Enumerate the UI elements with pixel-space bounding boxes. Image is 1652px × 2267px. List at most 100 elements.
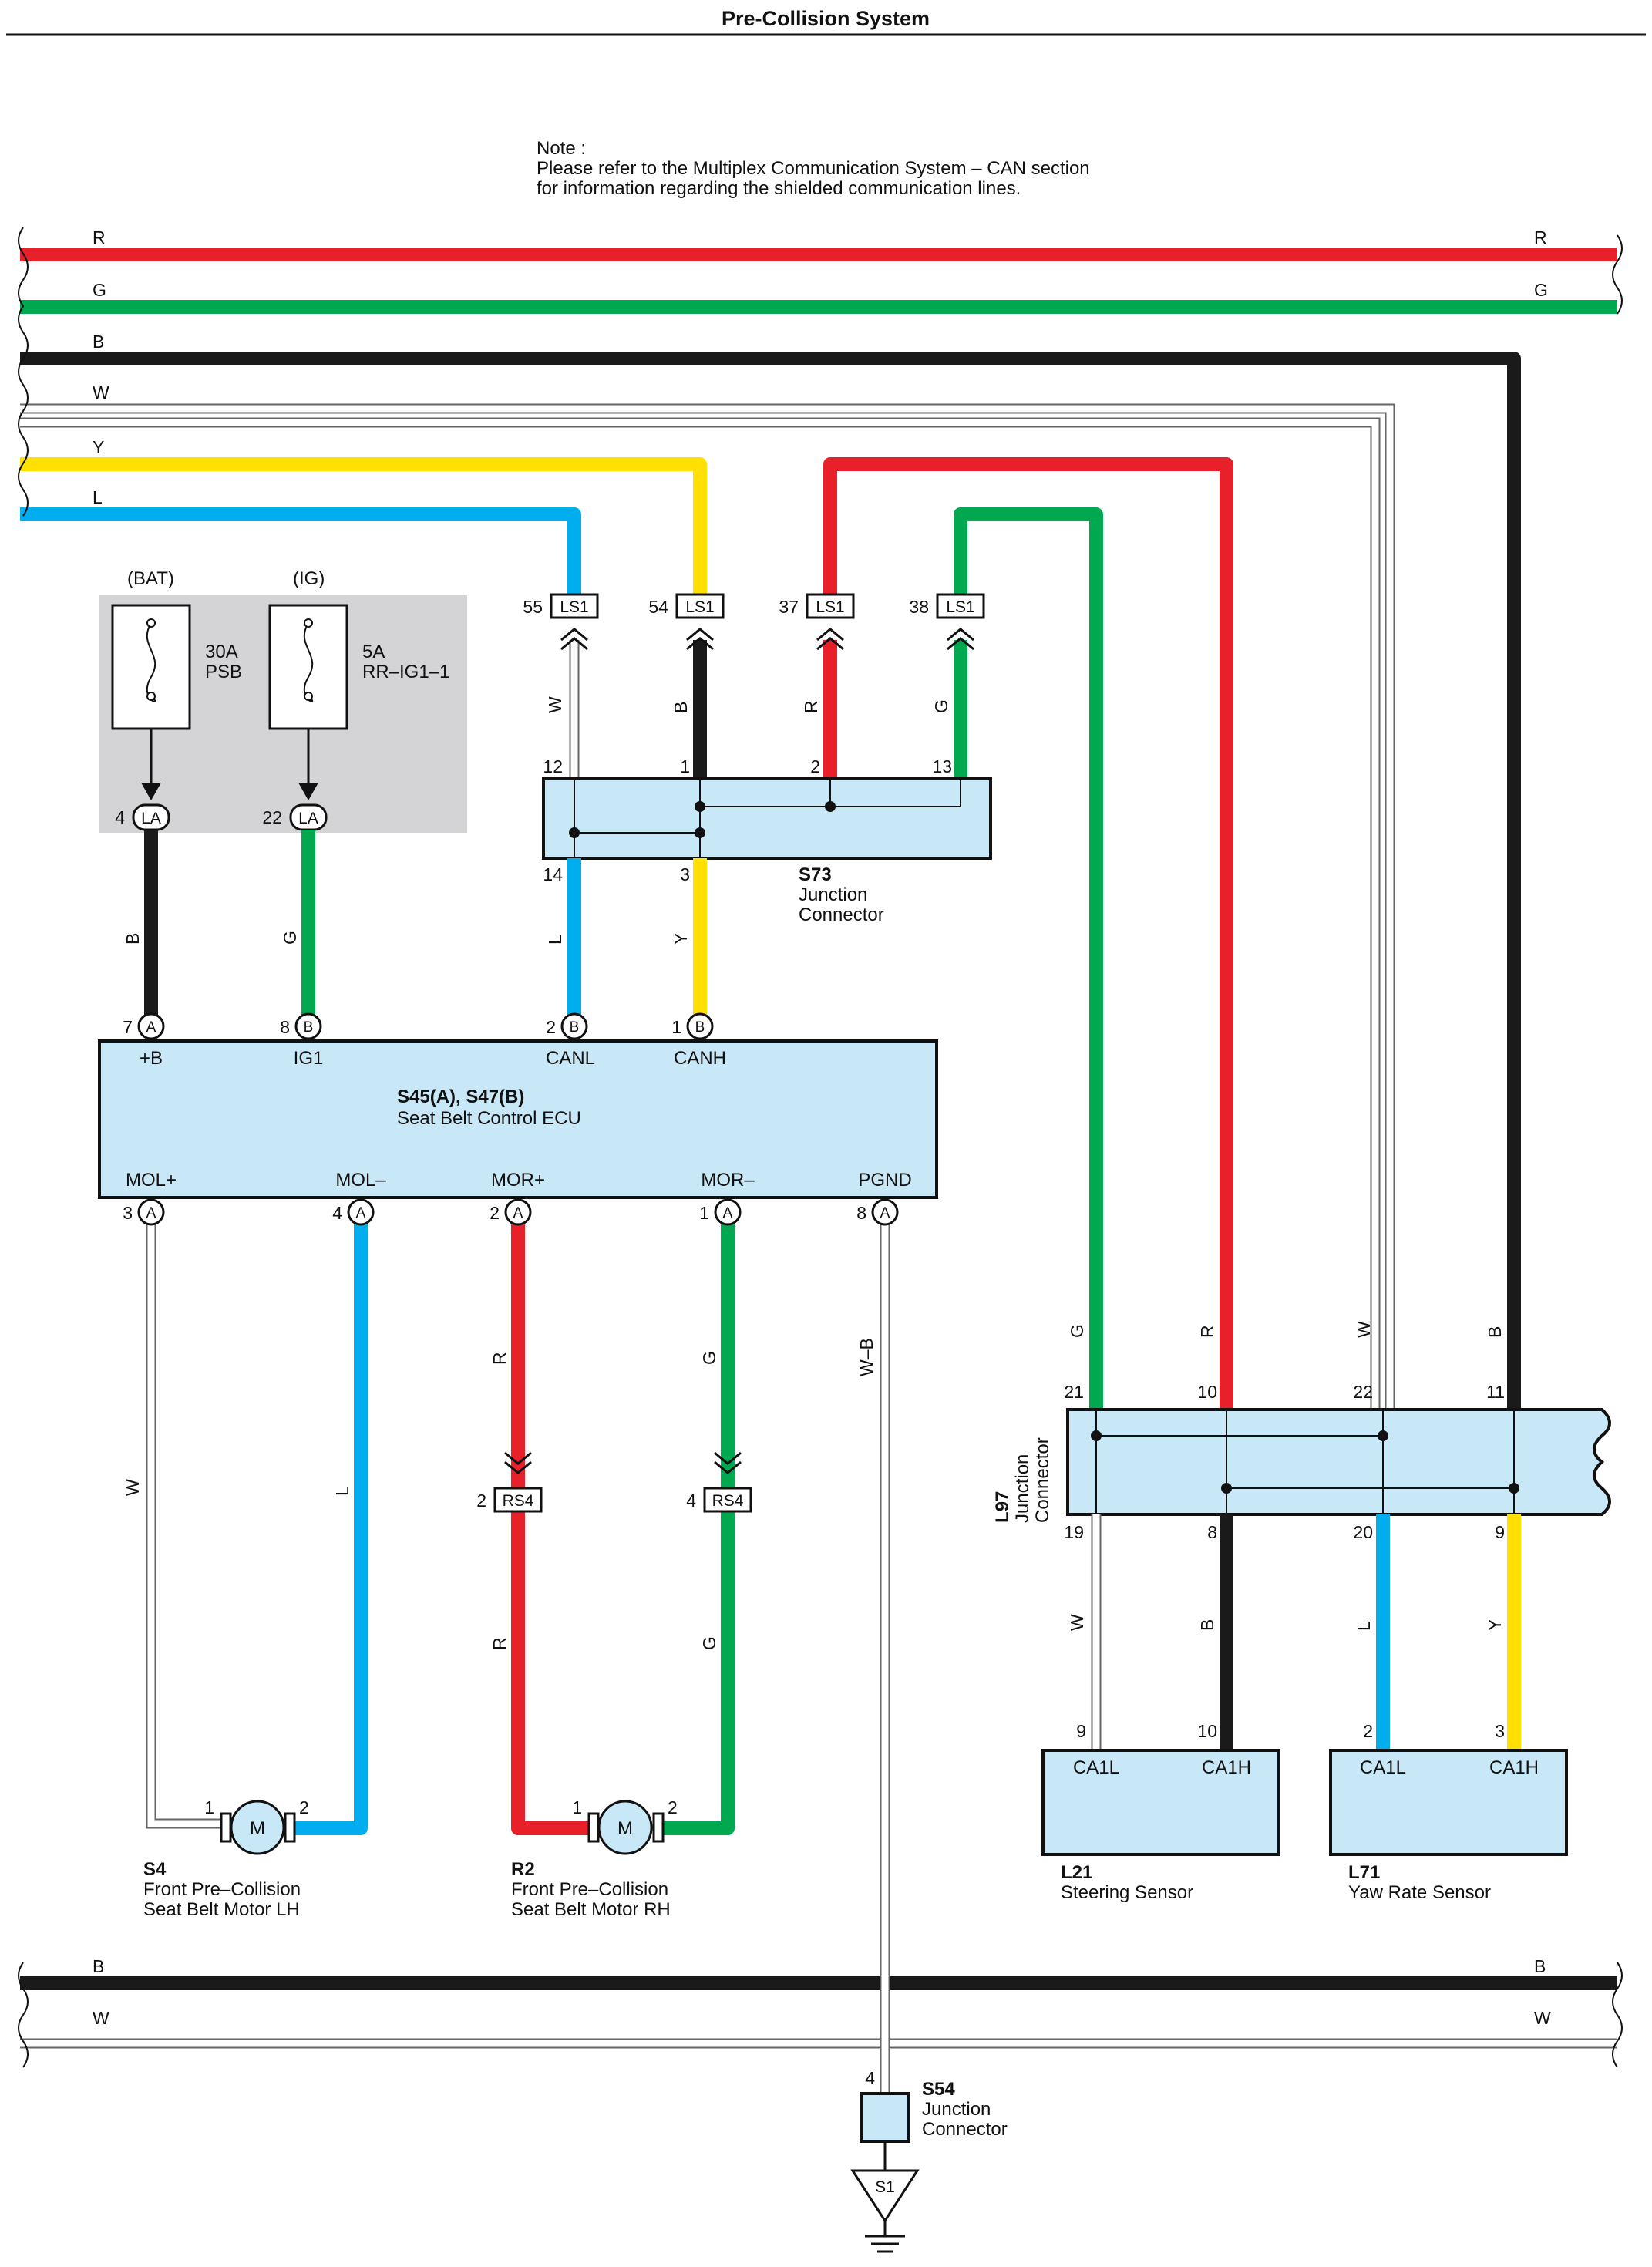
connector-la-4-label: LA <box>141 810 161 827</box>
s73-line2: Connector <box>799 904 884 925</box>
fuse-rr-ig1-1 <box>268 604 348 730</box>
wire-w-bus-to-l97 <box>20 405 1394 1410</box>
bus-label-g-left: G <box>93 280 106 300</box>
l97-line1: Junction <box>1012 1454 1033 1523</box>
fuse-psb-amp: 30A <box>205 642 238 662</box>
bottom-bus-label-w-left: W <box>93 2008 109 2028</box>
wire-label-ls1-37: R <box>801 700 821 713</box>
motor-r2-line1: Front Pre–Collision <box>511 1879 668 1900</box>
motor-s4-pin1: 1 <box>204 1797 214 1817</box>
ecu-top-conn-7: A <box>146 1019 156 1036</box>
pin-l97-20: 20 <box>1353 1522 1373 1542</box>
wire-l-bus-to-ls1 <box>20 507 581 594</box>
pin-s73-13: 13 <box>932 756 952 776</box>
wire-label-mor-plus: R <box>490 1352 510 1365</box>
bus-label-r-right: R <box>1534 227 1547 248</box>
bottom-bus-break-left <box>18 1962 29 2068</box>
l97-junction-box <box>1066 1408 1611 1516</box>
ground-icon <box>865 2221 905 2253</box>
fuse-psb-arrow <box>141 783 161 800</box>
ecu-top-conn-8: B <box>304 1019 314 1036</box>
ecu-bottom-conn-2: A <box>513 1205 523 1221</box>
ecu-bottom-pin-8: 8 <box>856 1203 866 1223</box>
ecu-label-mor-minus: MOR– <box>701 1170 755 1191</box>
sensor-l71-term-a: CA1L <box>1360 1757 1406 1778</box>
wire-label-l97-8-bottom: B <box>1197 1619 1217 1631</box>
pin-l97-19: 19 <box>1064 1522 1084 1542</box>
ecu-bottom-pin-1: 1 <box>699 1203 709 1223</box>
wire-r-ls1-to-l97 <box>823 457 1233 1410</box>
wire-label-g-la: G <box>280 931 300 945</box>
bus-label-y-left: Y <box>93 437 104 457</box>
ecu-box <box>98 1039 938 1199</box>
fuse-ig-source: (IG) <box>293 568 325 589</box>
note-line-2: for information regarding the shielded c… <box>537 178 1021 199</box>
pin-la-4: 4 <box>115 807 125 827</box>
bus-label-b-left: B <box>93 332 104 352</box>
wire-label-ls1-38: G <box>931 699 951 713</box>
ground-label-s1: S1 <box>875 2178 895 2196</box>
ecu-name: Seat Belt Control ECU <box>397 1108 581 1129</box>
connector-rs4-4: RS4 <box>712 1492 744 1510</box>
note-heading: Note : <box>537 138 586 159</box>
wire-label-l97-11-top: B <box>1485 1326 1505 1338</box>
wire-label-rs4-4-below: G <box>699 1636 719 1650</box>
wire-label-mol-minus: L <box>332 1486 352 1496</box>
wire-label-s73-3: Y <box>671 933 691 945</box>
pin-l97-9: 9 <box>1495 1522 1505 1542</box>
sensor-l21-pin-a: 9 <box>1076 1721 1086 1741</box>
sensor-l21-term-a: CA1L <box>1073 1757 1119 1778</box>
l97-line2: Connector <box>1032 1437 1053 1523</box>
wire-label-ls1-54: B <box>671 702 691 713</box>
sensor-l21-box <box>1041 1749 1280 1856</box>
fuse-ig-name: RR–IG1–1 <box>362 662 449 682</box>
sensor-l21-name: Steering Sensor <box>1061 1882 1193 1903</box>
wire-label-rs4-2-below: R <box>490 1637 510 1650</box>
wire-w-mol-plus <box>147 1223 226 1827</box>
bottom-bus-label-b-right: B <box>1534 1956 1546 1976</box>
connector-la-22-label: LA <box>298 810 318 827</box>
bus-label-l-left: L <box>93 487 103 507</box>
bus-label-r-left: R <box>93 227 106 248</box>
sensor-l71-pin-b: 3 <box>1495 1721 1505 1741</box>
ecu-top-pin-7: 7 <box>123 1017 133 1037</box>
wire-g-ls1-to-l97 <box>954 507 1103 1410</box>
pin-s73-2: 2 <box>810 756 820 776</box>
s73-internal-bus <box>569 779 961 858</box>
connector-ls1-37: LS1 <box>816 598 844 616</box>
ground-point-s1 <box>850 2169 920 2223</box>
fuse-psb-name: PSB <box>205 662 242 682</box>
motor-s4-symbol: M <box>250 1818 265 1839</box>
s73-line1: Junction <box>799 884 867 905</box>
pin-la-22: 22 <box>262 807 282 827</box>
ls1-wire-stubs <box>569 640 967 779</box>
pin-s73-3: 3 <box>680 864 690 884</box>
wire-g-mor-minus <box>658 1223 735 1835</box>
ecu-label-ig1: IG1 <box>294 1048 324 1069</box>
bus-label-g-right: G <box>1534 280 1548 300</box>
connector-ls1-54: LS1 <box>685 598 714 616</box>
s73-junction-box <box>542 777 992 860</box>
motor-r2-line2: Seat Belt Motor RH <box>511 1899 671 1920</box>
ecu-bottom-conn-3: A <box>146 1205 156 1221</box>
wire-label-l97-10-top: R <box>1197 1325 1217 1338</box>
connector-rs4-2: RS4 <box>503 1492 534 1510</box>
motor-s4-line2: Seat Belt Motor LH <box>143 1899 300 1920</box>
s54-id: S54 <box>922 2079 955 2100</box>
motor-r2-pin1: 1 <box>572 1797 582 1817</box>
motor-s4-id: S4 <box>143 1859 167 1880</box>
sensor-l71-box <box>1329 1749 1568 1856</box>
wire-label-ls1-55: W <box>545 696 565 713</box>
pin-l97-8: 8 <box>1207 1522 1217 1542</box>
ecu-label-mol-plus: MOL+ <box>126 1170 177 1191</box>
ecu-bottom-terminal-circles <box>137 1198 899 1226</box>
motor-s4-line1: Front Pre–Collision <box>143 1879 301 1900</box>
ecu-bottom-conn-4: A <box>356 1205 366 1221</box>
sensor-l21-pin-b: 10 <box>1197 1721 1217 1741</box>
pin-l97-21: 21 <box>1064 1382 1084 1402</box>
motor-r2-id: R2 <box>511 1859 535 1880</box>
wire-w-branch-to-ls1-55 <box>20 419 1379 1410</box>
s54-junction-box <box>860 2092 910 2143</box>
fuse-ig-arrow <box>298 783 318 800</box>
